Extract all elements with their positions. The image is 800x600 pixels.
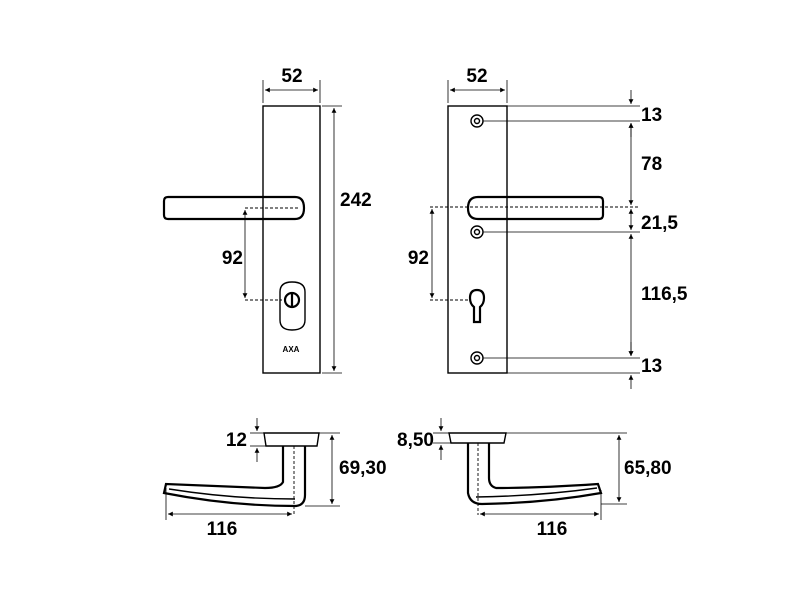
- front-cylinder: [283, 291, 301, 309]
- right-lever-rose: [448, 432, 507, 444]
- left-height-label: 69,30: [339, 458, 387, 479]
- right-lever-inner-edge: [475, 487, 598, 498]
- front-handle: [162, 195, 306, 221]
- back-screw-top: [470, 114, 484, 128]
- front-plate-outline: [262, 105, 321, 374]
- left-length-label: 116: [207, 519, 238, 540]
- back-21-5-label: 21,5: [641, 213, 678, 234]
- back-screw-bottom-inner: [473, 354, 481, 362]
- back-keyhole: [468, 288, 486, 324]
- back-13-bottom-label: 13: [641, 356, 662, 377]
- back-78-label: 78: [641, 154, 662, 175]
- front-92-label: 92: [222, 248, 243, 269]
- right-length-label: 116: [537, 519, 568, 540]
- back-screw-top-inner: [473, 117, 481, 125]
- back-92-label: 92: [408, 248, 429, 269]
- back-handle: [466, 195, 605, 221]
- back-screw-bottom: [470, 351, 484, 365]
- back-13-top-label: 13: [641, 105, 662, 126]
- lever-left-side-view: 12 69,30 116: [162, 418, 387, 540]
- right-lever-body: [466, 443, 603, 506]
- front-view: AXA 52 242 92: [162, 66, 372, 374]
- right-8-50-label: 8,50: [397, 430, 434, 451]
- left-lever-inner-edge: [168, 488, 296, 500]
- left-lever-rose: [263, 432, 320, 447]
- left-12-label: 12: [226, 430, 247, 451]
- back-plate-outline: [447, 105, 508, 374]
- back-screw-middle: [470, 225, 484, 239]
- back-width-label: 52: [466, 66, 487, 87]
- back-screw-middle-inner: [473, 228, 481, 236]
- back-view: 52 13 78 21,5 116,5 13 92: [408, 66, 688, 389]
- right-height-label: 65,80: [624, 458, 672, 479]
- left-lever-body: [162, 446, 307, 508]
- front-escutcheon: [279, 281, 306, 331]
- front-brand-mark: AXA: [283, 345, 300, 354]
- back-116-5-label: 116,5: [641, 284, 688, 305]
- front-width-label: 52: [281, 66, 302, 87]
- front-height-label: 242: [340, 190, 372, 211]
- lever-right-side-view: 8,50 65,80 116: [397, 418, 672, 540]
